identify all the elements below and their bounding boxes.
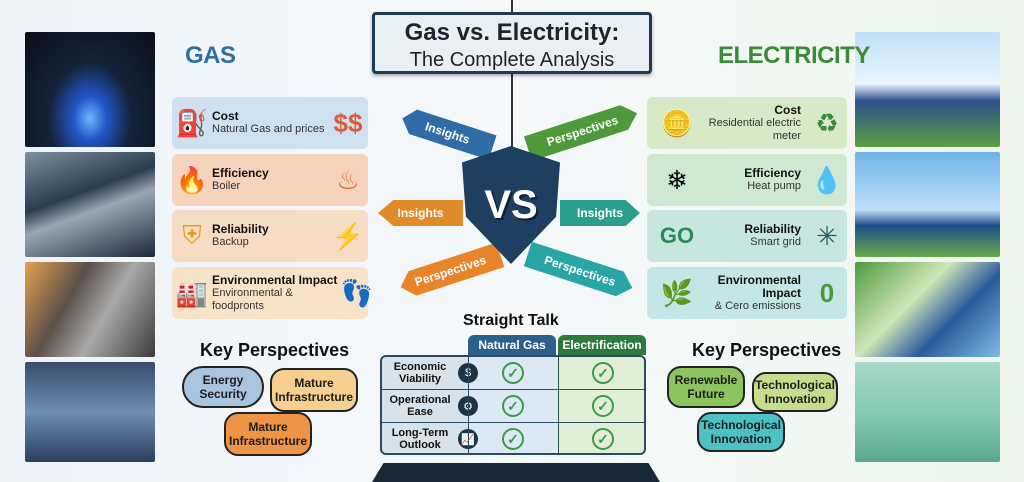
row-desc: Backup: [212, 236, 249, 248]
arrow-perspectives-bottom-left: Perspectives: [397, 242, 505, 299]
wind-solar-photo: [855, 32, 1000, 147]
footprint-icon: 👣: [340, 277, 374, 308]
zero-emissions-icon: 0: [819, 277, 835, 308]
arrow-insights-left: Insights: [378, 200, 463, 226]
gas-pump-icon: ⛽: [175, 107, 209, 138]
row-title: Reliability: [212, 222, 269, 236]
price-tags-icon: $$: [333, 107, 363, 138]
title-banner: Gas vs. Electricity: The Complete Analys…: [372, 12, 652, 74]
elec-bubble-technological-innovation-2: Technological Innovation: [697, 412, 785, 452]
column-header-electrification: Electrification: [558, 335, 646, 355]
gas-flame-photo: [25, 32, 155, 147]
table-row: Long-Term Outlook 📈 ✓ ✓: [382, 423, 644, 453]
arrow-insights-right: Insights: [560, 200, 640, 226]
row-title: Environmental Impact: [717, 272, 801, 300]
column-header-natural-gas: Natural Gas: [468, 335, 556, 355]
table-row: Operational Ease ⚙ ✓ ✓: [382, 390, 644, 423]
row-desc: Boiler: [212, 180, 241, 192]
column-divider: [468, 357, 469, 453]
gas-bubble-mature-infrastructure-2: Mature Infrastructure: [224, 412, 312, 456]
row-desc: Natural Gas and prices: [212, 123, 325, 135]
elec-row-environmental: 🌿 Environmental Impact& Cero emissions 0: [647, 267, 847, 319]
page-title: Gas vs. Electricity:: [404, 19, 620, 46]
row-label: Long-Term Outlook: [391, 427, 449, 451]
row-desc: Environmental & foodpronts: [212, 286, 293, 312]
grid-network-icon: ✳: [816, 220, 838, 251]
row-title: Environmental Impact: [212, 272, 338, 287]
solar-leaves-photo: [855, 262, 1000, 357]
vs-label: VS: [484, 182, 538, 227]
check-icon: ✓: [592, 428, 614, 450]
electric-meter-icon: 🪙: [660, 107, 694, 138]
row-desc: Residential electric meter: [708, 116, 801, 142]
row-title: Cost: [774, 102, 801, 117]
comparison-table: Natural Gas Electrification Economic Via…: [380, 335, 646, 455]
row-desc: Smart grid: [750, 236, 801, 248]
table-title: Straight Talk: [463, 312, 559, 329]
check-icon: ✓: [592, 395, 614, 417]
row-title: Cost: [212, 109, 239, 123]
go-smart-logo-icon: GO: [659, 223, 695, 248]
gas-pipes-photo: [25, 152, 155, 257]
arrow-insights-top-left: Insights: [398, 106, 496, 160]
row-desc: & Cero emissions: [714, 299, 801, 312]
arrow-perspectives-bottom-right: Perspectives: [524, 242, 637, 301]
gas-bubble-mature-infrastructure-1: Mature Infrastructure: [270, 368, 358, 412]
gas-bubble-energy-security: Energy Security: [182, 366, 264, 408]
gas-pump-machinery-photo: [25, 262, 155, 357]
gas-heading: GAS: [185, 42, 236, 69]
bottom-bar: [372, 463, 660, 482]
elec-bubble-renewable-future: Renewable Future: [667, 366, 745, 408]
check-icon: ✓: [502, 362, 524, 384]
gas-valve-photo: [25, 362, 155, 462]
water-drop-icon: 💧: [810, 164, 844, 195]
row-title: Reliability: [744, 222, 801, 236]
row-label: Operational Ease: [389, 394, 451, 418]
row-title: Efficiency: [744, 166, 801, 180]
table-body: Economic Viability $ ✓ ✓ Operational Eas…: [380, 355, 646, 455]
solar-panel-photo: [855, 152, 1000, 257]
gas-key-perspectives-title: Key Perspectives: [200, 340, 350, 360]
row-desc: Heat pump: [747, 180, 801, 192]
leaves-icon: 🌿: [660, 277, 694, 308]
row-label: Economic Viability: [393, 361, 447, 385]
check-icon: ✓: [502, 428, 524, 450]
boiler-icon: ♨: [336, 164, 360, 195]
page-subtitle: The Complete Analysis: [409, 49, 615, 71]
column-divider: [558, 357, 559, 453]
elec-key-perspectives-title: Key Perspectives: [692, 340, 842, 360]
row-title: Efficiency: [212, 166, 269, 180]
renewable-bolt-icon: ♻: [815, 107, 839, 138]
electric-car-photo: [855, 362, 1000, 462]
heat-pump-icon: ❄: [666, 164, 688, 195]
elec-bubble-technological-innovation-1: Technological Innovation: [752, 372, 838, 412]
check-icon: ✓: [592, 362, 614, 384]
arrow-perspectives-top-right: Perspectives: [524, 101, 641, 161]
center-divider: [511, 0, 513, 160]
factory-smoke-icon: 🏭: [175, 277, 209, 308]
furnace-icon: 🔥: [175, 164, 209, 195]
generator-icon: ⚡: [331, 220, 365, 251]
electricity-heading: ELECTRICITY: [718, 42, 870, 69]
check-icon: ✓: [502, 395, 524, 417]
table-row: Economic Viability $ ✓ ✓: [382, 357, 644, 390]
shield-bolt-icon: ⛨: [182, 220, 202, 250]
